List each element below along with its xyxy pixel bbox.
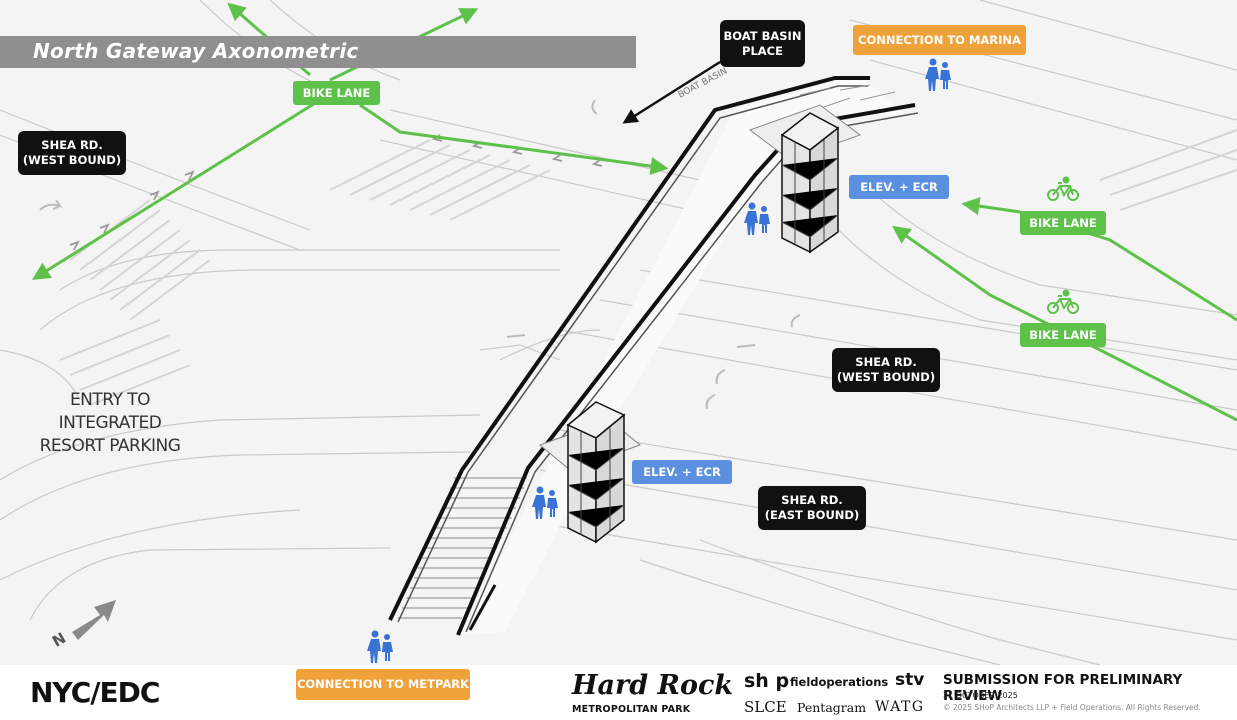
page-title: North Gateway Axonometric — [33, 39, 359, 63]
label-elev-ecr-lower: ELEV. + ECR — [632, 460, 732, 484]
road-arrows — [39, 99, 801, 410]
lane-chevrons — [69, 134, 603, 251]
hardrock-logo-sub: METROPOLITAN PARK — [572, 704, 691, 715]
pentagram-logo: Pentagram — [797, 700, 867, 715]
title-band — [0, 36, 636, 68]
hardrock-logo: Hard Rock — [572, 670, 734, 701]
north-arrow-icon: N — [49, 600, 116, 651]
bicycle-icon — [1047, 289, 1079, 314]
shop-logo: sh p — [744, 670, 790, 692]
fieldoperations-logo: fieldoperations — [790, 675, 889, 689]
label-elev-ecr-upper: ELEV. + ECR — [849, 175, 949, 199]
crosswalks — [59, 129, 1237, 406]
label-connection-metpark: CONNECTION TO METPARK — [296, 669, 470, 700]
axonometric-drawing: BOAT BASIN — [0, 0, 1237, 665]
pedestrian-icon — [925, 58, 951, 91]
nycedc-logo: NYC/EDC — [30, 676, 160, 709]
svg-text:N: N — [49, 629, 69, 651]
pedestrian-icon — [532, 486, 558, 519]
footer — [0, 665, 1237, 720]
pedestrian-icon — [367, 630, 393, 663]
label-bike-lane-right-2: BIKE LANE — [1020, 323, 1106, 347]
slce-logo: SLCE — [744, 698, 787, 716]
submission-title: SUBMISSION FOR PRELIMINARY REVIEW — [943, 672, 1183, 704]
label-bike-lane-right-1: BIKE LANE — [1020, 211, 1106, 235]
elevator-tower-upper — [780, 112, 840, 254]
stv-logo: stv — [895, 670, 925, 690]
copyright-notice: © 2025 SHoP Architects LLP + Field Opera… — [943, 703, 1201, 712]
bicycle-icon — [1047, 176, 1079, 201]
label-shea-west-left: SHEA RD.(WEST BOUND) — [18, 131, 126, 175]
label-shea-east: SHEA RD.(EAST BOUND) — [758, 486, 866, 530]
label-bike-lane-top: BIKE LANE — [293, 81, 380, 105]
boat-basin-arrow-icon — [622, 60, 721, 124]
submission-date: 21 OCTOBER 2025 — [943, 691, 1018, 700]
label-shea-west-right: SHEA RD.(WEST BOUND) — [832, 348, 940, 392]
elevator-tower-lower — [566, 401, 626, 544]
label-connection-marina: CONNECTION TO MARINA — [853, 25, 1026, 55]
pedestrian-icon — [744, 202, 770, 235]
watg-logo: WATG — [875, 699, 925, 715]
